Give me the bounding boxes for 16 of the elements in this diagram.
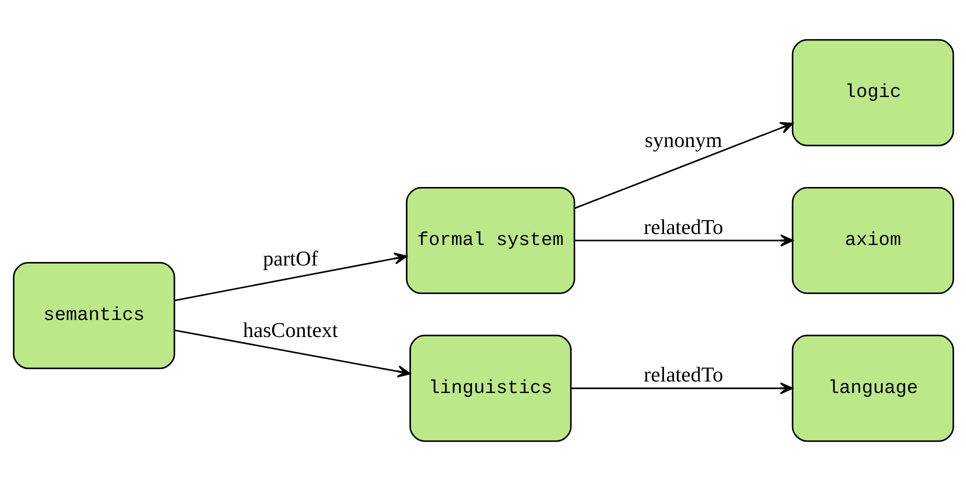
arrow [574,122,793,209]
edge-label: hasContext [242,318,338,342]
edge-label: relatedTo [643,362,723,387]
arrow [174,329,410,378]
arrow [570,382,793,394]
arrow [174,252,407,302]
node-box: axiom [791,186,954,294]
node-box: semantics [12,262,175,370]
node-box: language [791,334,954,442]
edge-label: partOf [262,246,318,271]
arrow [574,234,793,247]
edge-label: relatedTo [643,214,723,239]
edge-label: synonym [644,128,722,152]
node-box: formal system [405,186,575,294]
node-box: logic [791,39,954,146]
node-box: linguistics [408,334,572,442]
